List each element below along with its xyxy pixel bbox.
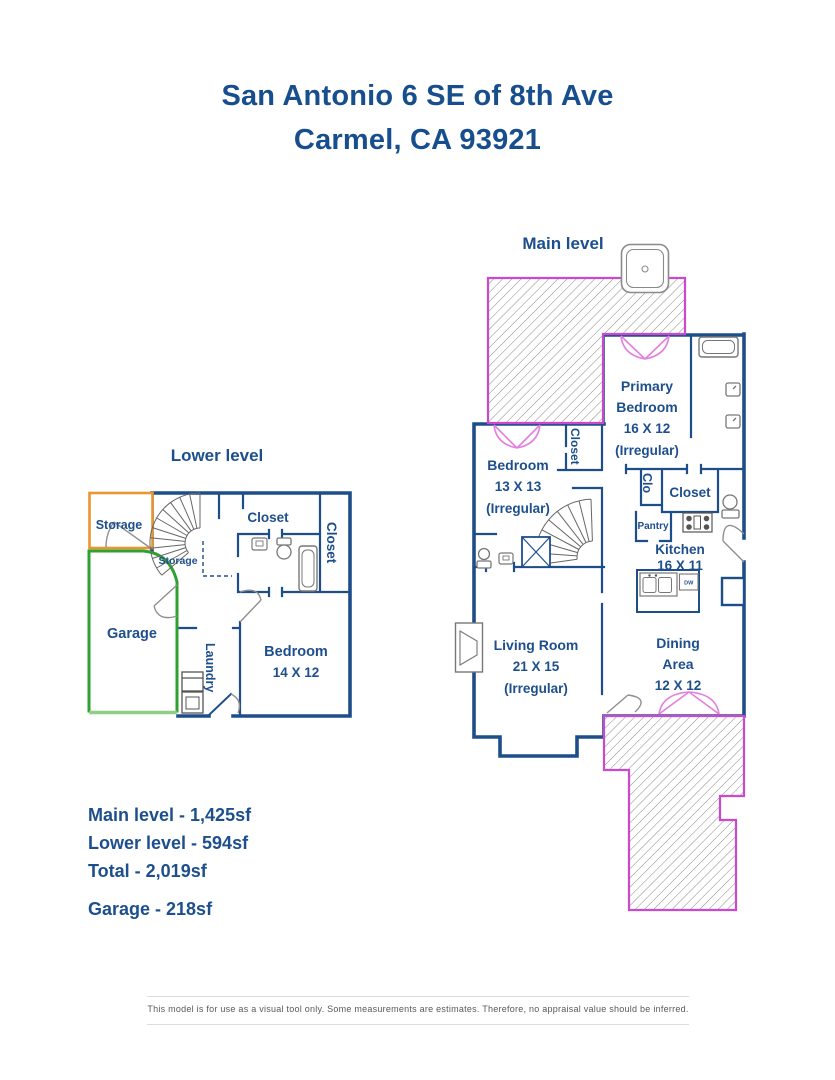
- refrigerator: [720, 576, 746, 607]
- spa-fixture: [620, 243, 670, 294]
- summary-total: Total - 2,019sf: [88, 861, 207, 881]
- lower-door-swings: [105, 521, 262, 714]
- under-stair-storage-label: Storage: [158, 555, 197, 567]
- lower-level-plan: Lower level Storage Storage Closet Close…: [87, 446, 352, 718]
- dining-area-dims: 12 X 12: [655, 678, 702, 693]
- upper-deck: [486, 276, 687, 425]
- bedroom2-closet-label: Closet: [568, 428, 582, 465]
- area-summary: Main level - 1,425sf Lower level - 594sf…: [88, 801, 251, 923]
- kitchen-island: DW: [636, 569, 700, 613]
- living-room-label: Living Room: [494, 637, 579, 653]
- storage-label: Storage: [96, 518, 143, 532]
- footer: This model is for use as a visual tool o…: [147, 996, 689, 1025]
- summary-main-level: Main level - 1,425sf: [88, 805, 252, 825]
- footer-disclaimer: This model is for use as a visual tool o…: [147, 1004, 689, 1014]
- garage-outline: [87, 549, 179, 715]
- lower-bath-sink: [251, 537, 268, 551]
- lower-bathtub: [298, 545, 318, 592]
- closet-right-label: Closet: [324, 522, 339, 564]
- living-room-dims: 21 X 15: [513, 659, 560, 674]
- main-level-walls: [472, 332, 746, 758]
- bedroom2-dims: 13 X 13: [495, 479, 542, 494]
- dining-area-label-2: Area: [662, 656, 693, 672]
- main-level-label: Main level: [522, 234, 603, 253]
- shower: [521, 536, 551, 568]
- stove: [682, 512, 713, 533]
- hall-bath-sink: [498, 552, 514, 565]
- closet-label: Closet: [669, 485, 711, 500]
- clo-label: Clo: [640, 473, 654, 494]
- lower-staircase: [149, 492, 201, 576]
- kitchen-label: Kitchen: [655, 542, 705, 557]
- bedroom2-label: Bedroom: [487, 457, 548, 473]
- laundry-label: Laundry: [203, 643, 217, 692]
- lower-bath-toilet: [276, 537, 292, 560]
- page-title-line2: Carmel, CA 93921: [293, 124, 542, 156]
- primary-bedroom-dims: 16 X 12: [624, 421, 671, 436]
- main-level-plan: DW Main level: [454, 234, 746, 912]
- storage-room-outline: [88, 491, 154, 550]
- primary-bedroom-label-1: Primary: [621, 378, 673, 394]
- page-title-line1: San Antonio 6 SE of 8th Ave: [221, 80, 614, 112]
- lower-level-label: Lower level: [171, 446, 264, 465]
- summary-garage: Garage - 218sf: [88, 899, 213, 919]
- bedroom2-note: (Irregular): [486, 501, 550, 516]
- fireplace: [454, 622, 484, 673]
- kitchen-dims: 16 X 11: [657, 558, 703, 573]
- hall-toilet: [721, 494, 740, 519]
- hall-bath-toilet: [476, 547, 492, 569]
- pantry-label: Pantry: [637, 521, 669, 532]
- lower-bedroom-label: Bedroom: [264, 644, 328, 660]
- primary-bedroom-label-2: Bedroom: [616, 399, 677, 415]
- door-swings: [606, 524, 745, 714]
- lower-deck: [602, 714, 746, 912]
- washer-dryer: [181, 671, 204, 714]
- living-room-note: (Irregular): [504, 681, 568, 696]
- primary-bedroom-note: (Irregular): [615, 443, 679, 458]
- dishwasher-box: [678, 573, 699, 591]
- french-doors: [493, 335, 720, 715]
- primary-bath-sinks: [725, 382, 741, 429]
- dishwasher-label: DW: [684, 581, 694, 587]
- closet-top-label: Closet: [247, 510, 289, 525]
- primary-bathtub: [698, 336, 739, 358]
- under-stair-storage-boundary: [202, 541, 232, 577]
- dining-area-label-1: Dining: [656, 635, 700, 651]
- summary-lower-level: Lower level - 594sf: [88, 833, 249, 853]
- garage-label: Garage: [107, 626, 157, 642]
- page-title: San Antonio 6 SE of 8th Ave Carmel, CA 9…: [0, 74, 835, 162]
- lower-bedroom-dims: 14 X 12: [273, 665, 320, 680]
